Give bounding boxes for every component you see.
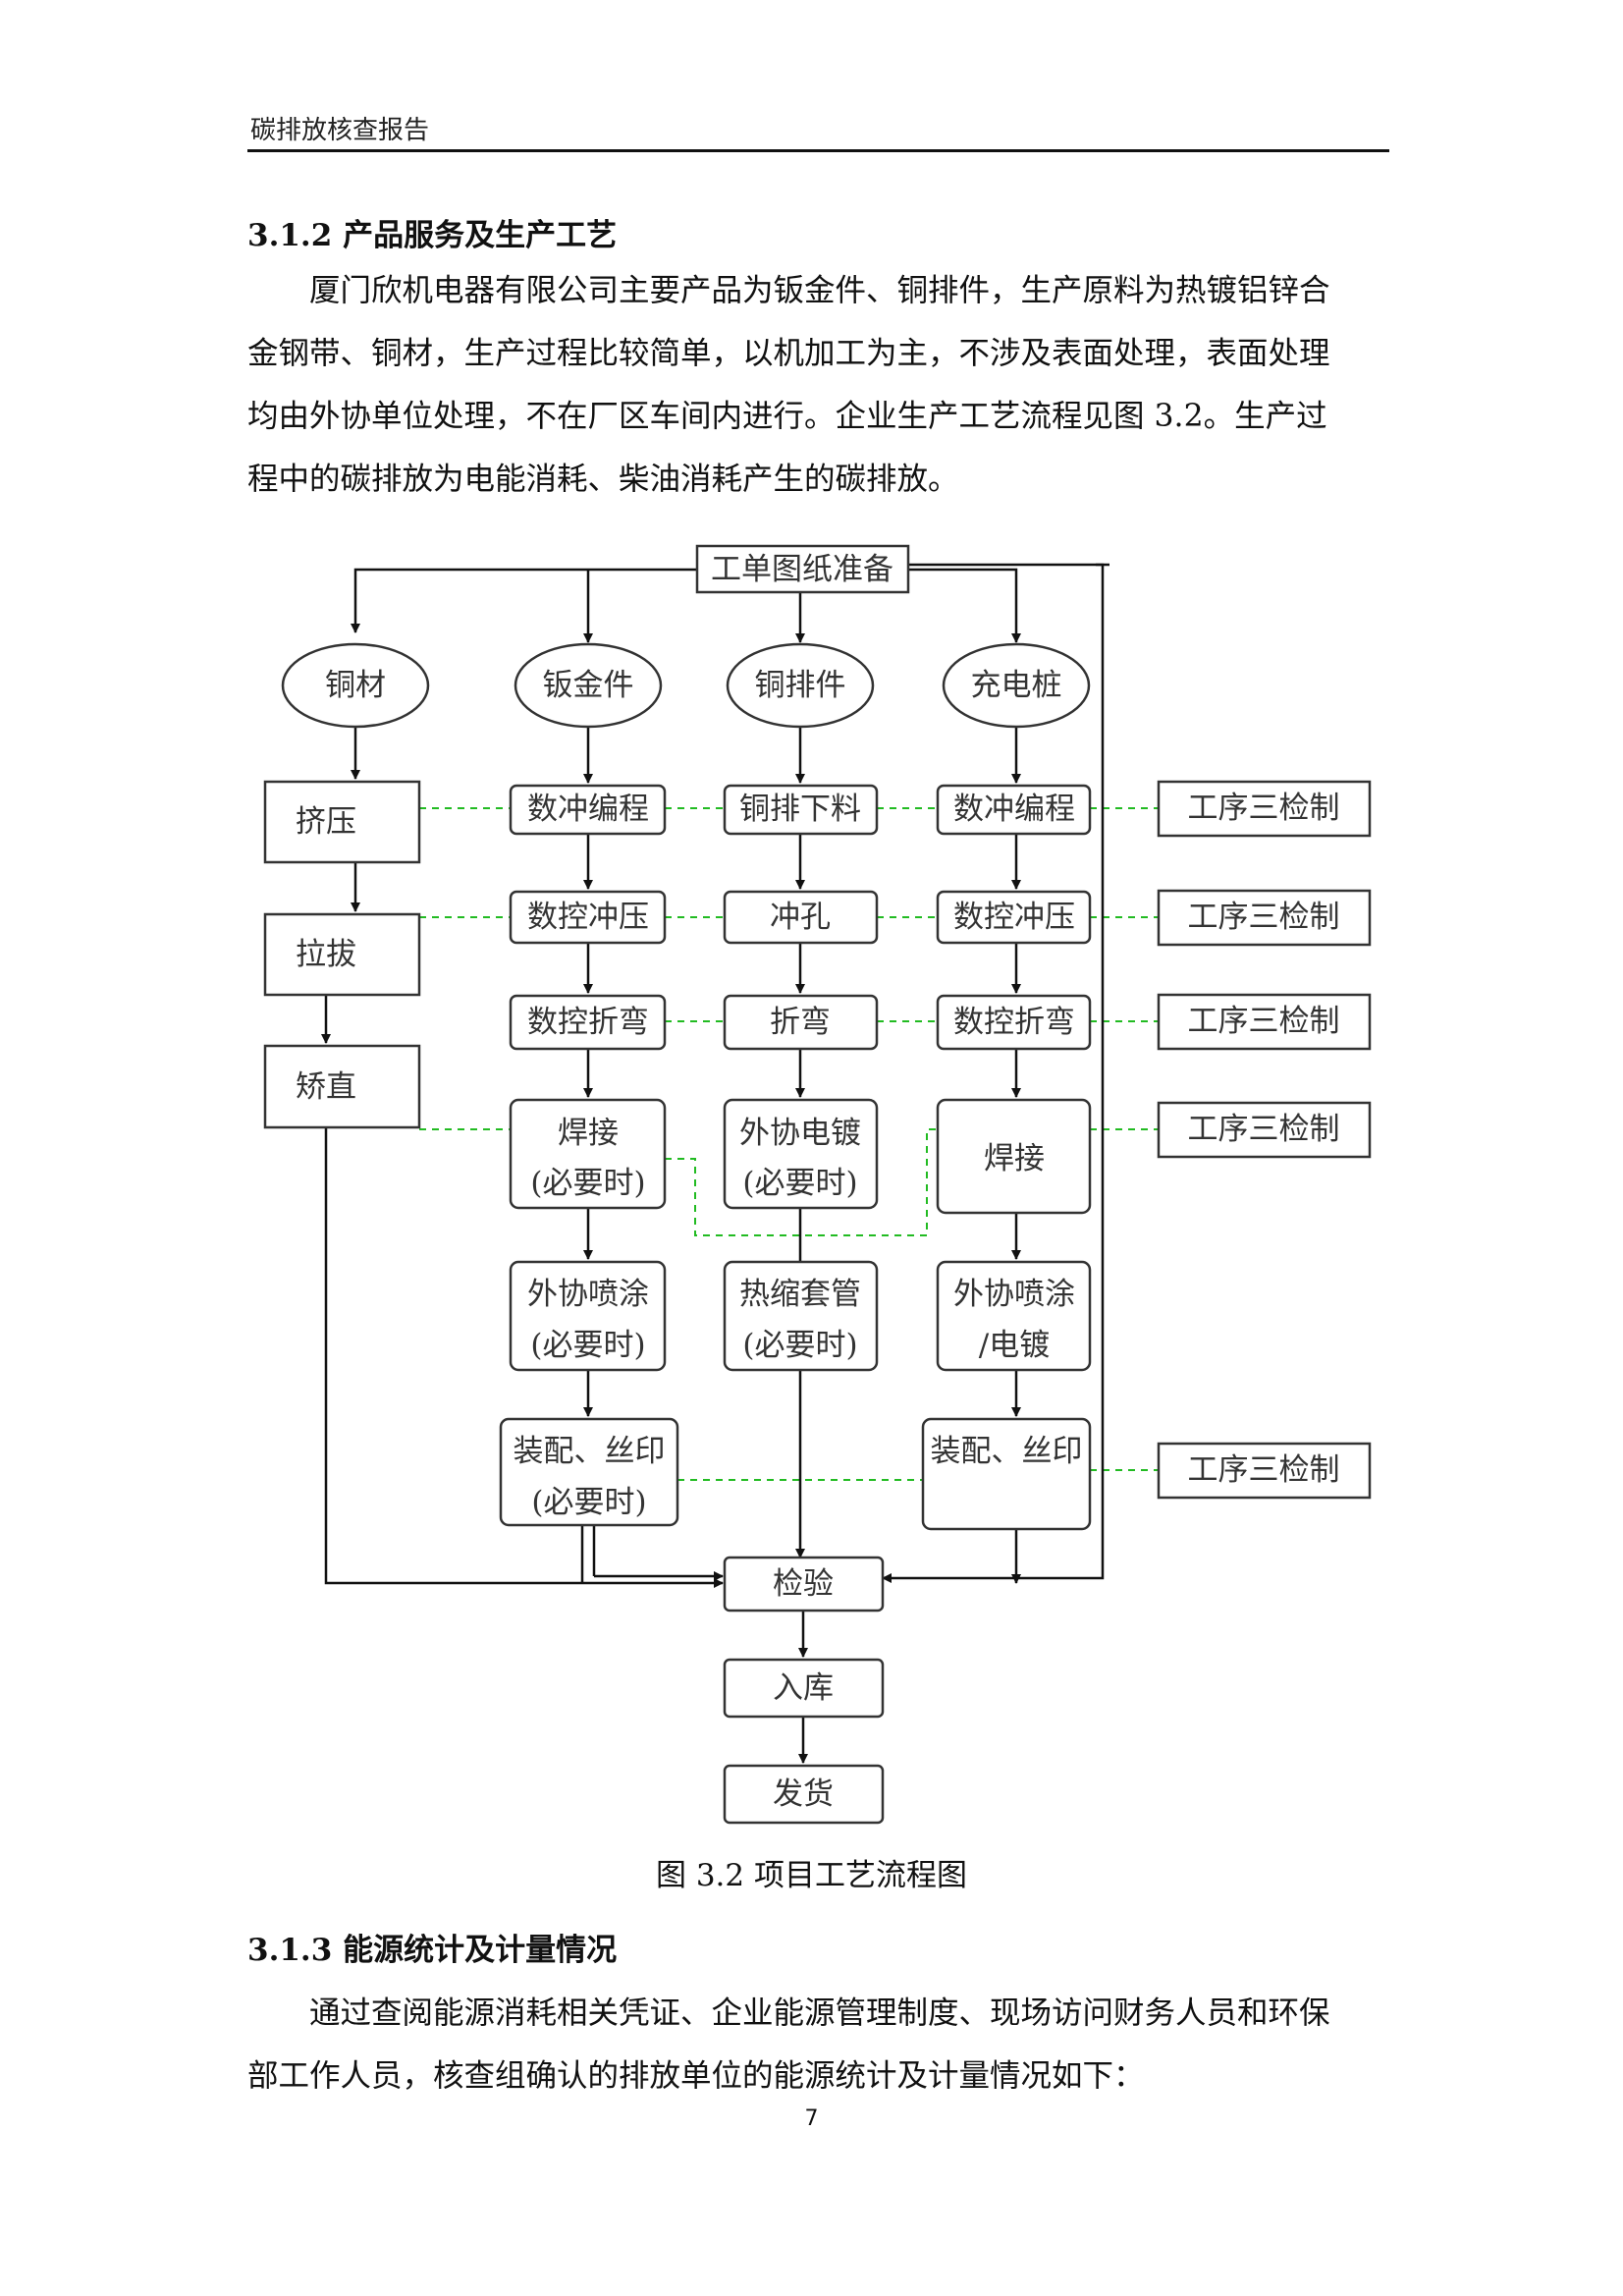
flow-node-step: 装配、丝印 <box>921 1417 1092 1531</box>
flow-node-shipping: 发货 <box>723 1764 885 1825</box>
flow-node-step: 数控折弯 <box>509 994 667 1051</box>
flow-node-step: 冲孔 <box>723 890 879 945</box>
flow-node-product: 充电桩 <box>942 642 1091 729</box>
flow-node-product: 铜排件 <box>726 642 875 729</box>
flow-node-step: 外协喷涂 (必要时) <box>509 1260 667 1372</box>
flow-node-qc: 工序三检制 <box>1157 1101 1372 1159</box>
flow-node-step: 矫直 <box>263 1044 421 1129</box>
flow-node-step: 装配、丝印 (必要时) <box>499 1417 679 1527</box>
svg-text:/电镀: /电镀 <box>979 1328 1050 1363</box>
svg-text:(必要时): (必要时) <box>531 1485 646 1520</box>
svg-text:数冲编程: 数冲编程 <box>953 792 1075 827</box>
flow-node-warehouse: 入库 <box>723 1658 885 1719</box>
svg-text:工序三检制: 工序三检制 <box>1188 900 1340 935</box>
svg-text:铜材: 铜材 <box>325 668 386 703</box>
svg-text:铜排件: 铜排件 <box>755 668 846 703</box>
flow-node-product: 钣金件 <box>514 642 663 729</box>
paragraph-line: 厦门欣机电器有限公司主要产品为钣金件、铜排件，生产原料为热镀铝锌合 <box>309 273 1330 308</box>
svg-text:外协喷涂: 外协喷涂 <box>527 1277 649 1312</box>
svg-text:工序三检制: 工序三检制 <box>1188 1112 1340 1147</box>
flow-node-step: 铜排下料 <box>723 784 879 836</box>
svg-text:钣金件: 钣金件 <box>543 668 634 703</box>
svg-text:入库: 入库 <box>773 1670 834 1706</box>
section-heading-312: 3.1.2 产品服务及生产工艺 <box>247 218 618 253</box>
svg-text:工序三检制: 工序三检制 <box>1188 791 1340 826</box>
flow-node-step: 挤压 <box>263 780 421 864</box>
flow-arrows <box>321 563 1109 1764</box>
paragraph-line: 通过查阅能源消耗相关凭证、企业能源管理制度、现场访问财务人员和环保 <box>309 1995 1330 2031</box>
paragraph-line: 程中的碳排放为电能消耗、柴油消耗产生的碳排放。 <box>247 462 959 497</box>
flow-node-step: 数冲编程 <box>936 784 1092 836</box>
flow-node-qc: 工序三检制 <box>1157 780 1372 838</box>
flow-node-qc: 工序三检制 <box>1157 889 1372 947</box>
svg-text:折弯: 折弯 <box>770 1005 831 1040</box>
flow-node-step: 数控折弯 <box>936 994 1092 1051</box>
page-header: 碳排放核查报告 <box>250 116 430 145</box>
flow-node-start: 工单图纸准备 <box>695 544 910 594</box>
process-flowchart: 工单图纸准备 铜材 钣金件 铜排件 充电桩 挤压 拉拔 矫直 数冲编程 数控冲压 <box>263 544 1372 1825</box>
svg-text:外协喷涂: 外协喷涂 <box>953 1277 1075 1312</box>
flow-node-step: 数控冲压 <box>509 890 667 945</box>
flow-node-step: 数冲编程 <box>509 784 667 836</box>
flow-node-step: 拉拔 <box>263 912 421 997</box>
svg-text:拉拔: 拉拔 <box>296 937 356 972</box>
paragraph-line: 部工作人员，核查组确认的排放单位的能源统计及计量情况如下： <box>247 2058 1145 2094</box>
qc-dashed-links <box>419 807 1159 1481</box>
flow-node-step: 外协电镀 (必要时) <box>723 1098 879 1210</box>
svg-text:充电桩: 充电桩 <box>971 668 1062 703</box>
svg-text:装配、丝印: 装配、丝印 <box>931 1434 1083 1469</box>
svg-text:(必要时): (必要时) <box>742 1328 857 1363</box>
svg-text:数控冲压: 数控冲压 <box>953 900 1075 935</box>
flow-node-step: 外协喷涂 /电镀 <box>936 1260 1092 1372</box>
paragraph-line: 金钢带、铜材，生产过程比较简单，以机加工为主，不涉及表面处理，表面处理 <box>247 336 1330 371</box>
svg-text:(必要时): (必要时) <box>530 1166 645 1201</box>
svg-text:数控折弯: 数控折弯 <box>953 1005 1075 1040</box>
flow-node-step: 热缩套管 (必要时) <box>723 1260 879 1372</box>
svg-text:工单图纸准备: 工单图纸准备 <box>711 552 893 587</box>
flow-node-inspection: 检验 <box>723 1556 885 1613</box>
svg-text:挤压: 挤压 <box>296 804 356 840</box>
svg-text:数控冲压: 数控冲压 <box>527 900 649 935</box>
svg-text:工序三检制: 工序三检制 <box>1188 1004 1340 1039</box>
flow-node-product: 铜材 <box>281 642 430 729</box>
svg-text:工序三检制: 工序三检制 <box>1188 1452 1340 1488</box>
svg-text:数冲编程: 数冲编程 <box>527 792 649 827</box>
svg-text:数控折弯: 数控折弯 <box>527 1005 649 1040</box>
flow-node-step: 数控冲压 <box>936 890 1092 945</box>
svg-text:装配、丝印: 装配、丝印 <box>514 1434 666 1469</box>
flow-node-step: 焊接 (必要时) <box>509 1098 667 1210</box>
flow-node-qc: 工序三检制 <box>1157 1442 1372 1500</box>
svg-text:焊接: 焊接 <box>558 1116 619 1151</box>
flow-node-qc: 工序三检制 <box>1157 993 1372 1051</box>
svg-text:冲孔: 冲孔 <box>770 900 831 935</box>
paragraph-line: 均由外协单位处理，不在厂区车间内进行。企业生产工艺流程见图 3.2。生产过 <box>247 399 1327 434</box>
flow-node-step: 焊接 <box>936 1098 1092 1215</box>
header-rule <box>247 149 1389 152</box>
svg-text:铜排下料: 铜排下料 <box>739 792 861 827</box>
svg-text:检验: 检验 <box>773 1566 834 1602</box>
svg-text:矫直: 矫直 <box>296 1069 356 1105</box>
svg-text:(必要时): (必要时) <box>530 1328 645 1363</box>
page-number: 7 <box>804 2106 819 2131</box>
svg-text:外协电镀: 外协电镀 <box>739 1116 861 1151</box>
svg-text:发货: 发货 <box>773 1777 834 1812</box>
section-313-paragraph: 通过查阅能源消耗相关凭证、企业能源管理制度、现场访问财务人员和环保 部工作人员，… <box>247 1982 1391 2107</box>
svg-text:(必要时): (必要时) <box>742 1166 857 1201</box>
section-heading-313: 3.1.3 能源统计及计量情况 <box>247 1933 618 1968</box>
svg-text:焊接: 焊接 <box>984 1141 1045 1176</box>
flow-node-step: 折弯 <box>723 994 879 1051</box>
svg-text:热缩套管: 热缩套管 <box>739 1277 861 1312</box>
figure-caption: 图 3.2 项目工艺流程图 <box>655 1858 967 1893</box>
section-312-paragraph: 厦门欣机电器有限公司主要产品为钣金件、铜排件，生产原料为热镀铝锌合 金钢带、铜材… <box>247 259 1391 511</box>
